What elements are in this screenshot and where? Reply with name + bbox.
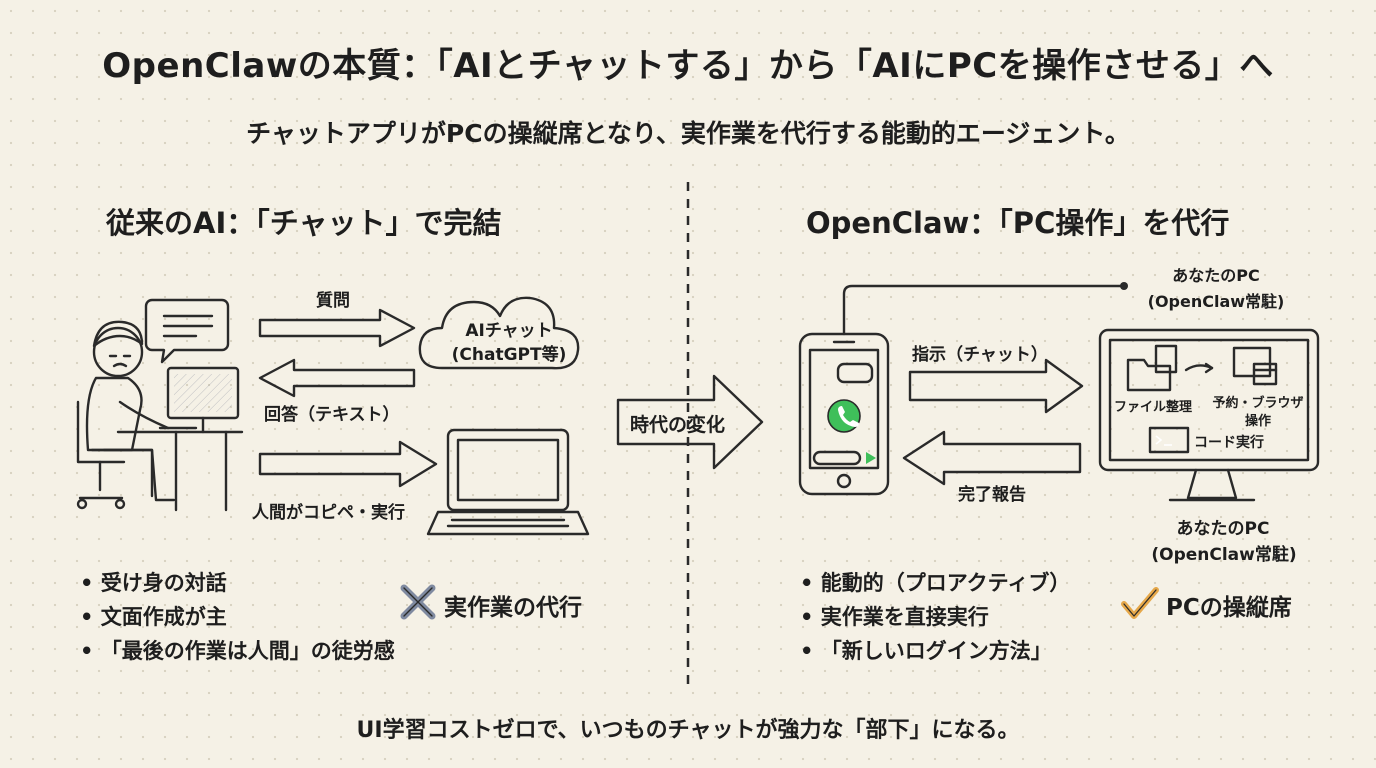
pc-monitor-icon [1098, 328, 1320, 502]
check-icon [1121, 587, 1159, 619]
arrow-instruct [908, 358, 1084, 414]
arrow-answer-label: 回答（テキスト） [264, 405, 400, 425]
arrow-copy-label: 人間がコピペ・実行 [252, 503, 405, 523]
era-change-label: 時代の変化 [630, 414, 726, 436]
arrow-report-label: 完了報告 [958, 485, 1026, 505]
right-bullet-list: 能動的（プロアクティブ） 実作業を直接実行 「新しいログイン方法」 [800, 566, 1071, 668]
screen-file-label: ファイル整理 [1114, 400, 1193, 415]
screen-code-label: コード実行 [1194, 435, 1264, 451]
list-item: 文面作成が主 [80, 600, 395, 634]
cross-icon [400, 584, 436, 620]
arrow-answer [258, 358, 416, 398]
page-title: OpenClawの本質：「AIとチャットする」から「AIにPCを操作させる」へ [102, 46, 1274, 86]
footer-tagline: UI学習コストゼロで、いつものチャットが強力な「部下」になる。 [356, 718, 1020, 743]
list-item: 受け身の対話 [80, 566, 395, 600]
pc-label-bottom-line2: (OpenClaw常駐) [1151, 545, 1297, 565]
arrow-instruct-label: 指示（チャット） [912, 345, 1048, 365]
arrow-report [902, 430, 1082, 486]
arrow-question [258, 308, 416, 348]
pc-label-top-line1: あなたのPC [1172, 266, 1260, 285]
era-change-arrow [616, 374, 764, 470]
laptop-icon [426, 428, 590, 536]
left-section-heading: 従来のAI：「チャット」で完結 [106, 206, 502, 240]
person-at-desk-icon [76, 298, 244, 512]
list-item: 能動的（プロアクティブ） [800, 566, 1071, 600]
pc-label-bottom-line1: あなたのPC [1176, 519, 1270, 539]
left-verdict: 実作業の代行 [444, 595, 582, 621]
ai-chat-cloud-icon [418, 296, 580, 370]
right-verdict: PCの操縦席 [1166, 595, 1292, 621]
page-subtitle: チャットアプリがPCの操縦席となり、実作業を代行する能動的エージェント。 [246, 119, 1130, 148]
list-item: 実作業を直接実行 [800, 600, 1070, 634]
cloud-label-line1: AIチャット [465, 321, 553, 341]
cloud-label-line2: (ChatGPT等) [451, 345, 567, 365]
list-item: 「新しいログイン方法」 [800, 634, 1070, 668]
pc-label-top-line2: (OpenClaw常駐) [1147, 292, 1285, 311]
left-bullet-list: 受け身の対話 文面作成が主 「最後の作業は人間」の徒労感 [80, 566, 395, 668]
screen-booking-label-line2: 操作 [1244, 414, 1271, 429]
right-section-heading: OpenClaw：「PC操作」を代行 [806, 206, 1230, 240]
arrow-copy [258, 440, 438, 488]
smartphone-icon [798, 282, 1128, 496]
list-item: 「最後の作業は人間」の徒労感 [80, 634, 395, 668]
screen-booking-label-line1: 予約・ブラウザ [1212, 396, 1304, 411]
arrow-question-label: 質問 [316, 291, 350, 311]
